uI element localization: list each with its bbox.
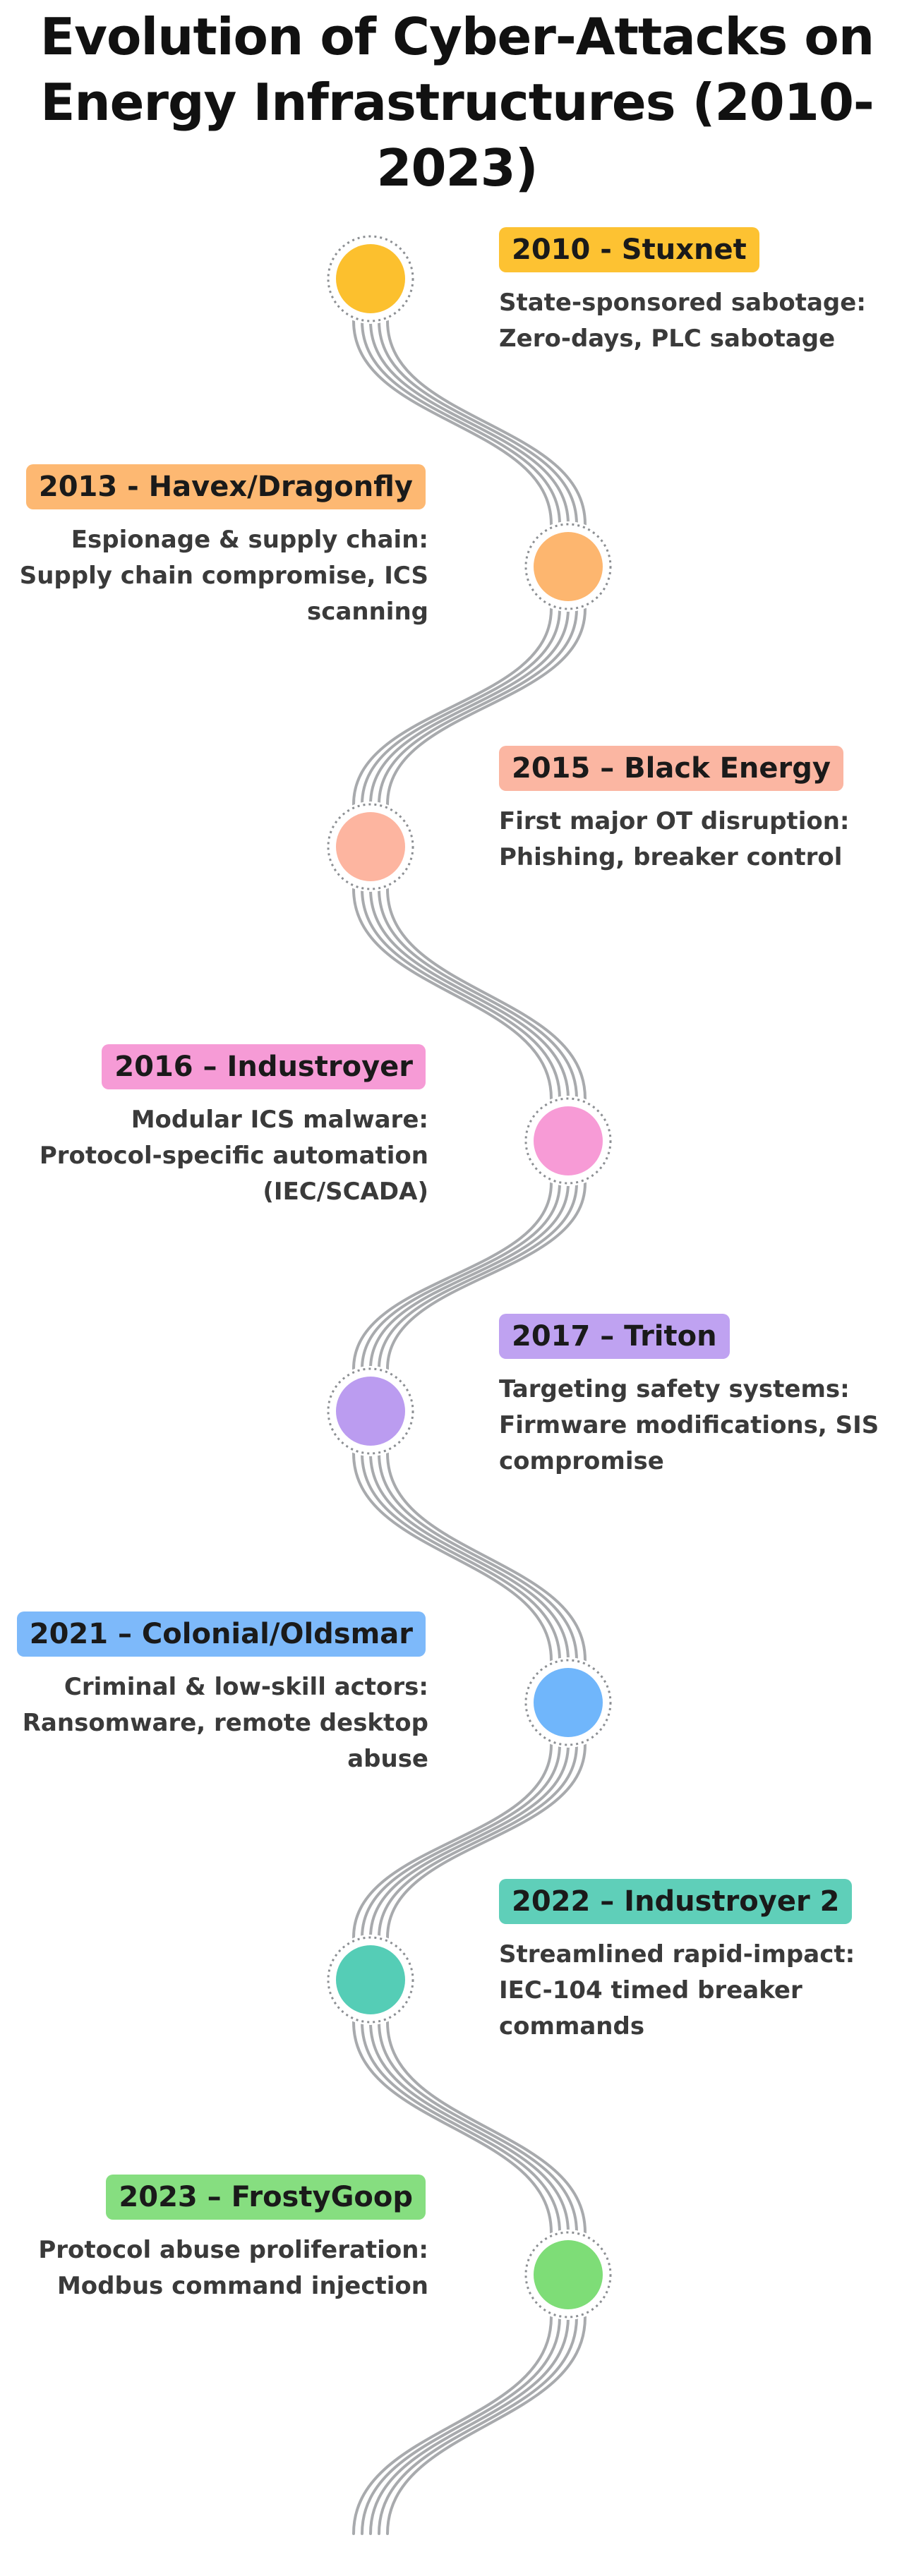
- timeline-node: [325, 234, 416, 324]
- timeline-node: [523, 2230, 613, 2320]
- timeline-event-industroyer-2: 2022 – Industroyer 2 Streamlined rapid-i…: [499, 1879, 908, 2045]
- event-badge: 2016 – Industroyer: [102, 1044, 426, 1089]
- timeline-strand: [378, 1743, 578, 1939]
- timeline-strand: [369, 2021, 570, 2234]
- node-dot: [534, 2240, 603, 2309]
- timeline-strand: [369, 888, 570, 1100]
- node-dot: [534, 1106, 603, 1175]
- timeline-strand: [361, 1182, 561, 1370]
- event-description: Modular ICS malware: Protocol-specific a…: [39, 1106, 428, 1206]
- node-dot: [336, 812, 405, 881]
- timeline-node: [523, 1096, 613, 1186]
- timeline-strand: [352, 2316, 553, 2535]
- timeline-strand: [352, 1182, 553, 1370]
- timeline-strand: [361, 320, 561, 526]
- timeline-title: Evolution of Cyber-Attacks on Energy Inf…: [40, 7, 874, 198]
- timeline-strand: [378, 2021, 578, 2234]
- event-description: Protocol abuse proliferation: Modbus com…: [38, 2236, 428, 2300]
- timeline-strand: [378, 1182, 578, 1370]
- event-description: State-sponsored sabotage: Zero-days, PLC…: [499, 289, 866, 353]
- timeline-strand: [369, 2316, 570, 2535]
- timeline-event-colonial-oldsmar: 2021 – Colonial/Oldsmar Criminal & low-s…: [5, 1611, 428, 1777]
- timeline-strand: [386, 2316, 587, 2535]
- timeline-strand: [361, 607, 561, 806]
- timeline-strand: [361, 2021, 561, 2234]
- timeline-strand: [352, 320, 553, 526]
- event-badge: 2017 – Triton: [499, 1314, 730, 1359]
- timeline-strand: [369, 320, 570, 526]
- event-badge: 2021 – Colonial/Oldsmar: [16, 1611, 426, 1657]
- timeline-strand: [378, 2316, 578, 2535]
- timeline-strand: [352, 888, 553, 1100]
- event-description: Streamlined rapid-impact: IEC-104 timed …: [499, 1940, 855, 2040]
- timeline-event-industroyer: 2016 – Industroyer Modular ICS malware: …: [5, 1044, 428, 1210]
- event-badge: 2010 - Stuxnet: [499, 227, 759, 272]
- timeline-node: [523, 1657, 613, 1748]
- timeline-event-black-energy: 2015 – Black Energy First major OT disru…: [499, 746, 908, 876]
- timeline-event-stuxnet: 2010 - Stuxnet State-sponsored sabotage:…: [499, 227, 908, 357]
- timeline-strand: [369, 607, 570, 806]
- timeline-strand: [369, 1182, 570, 1370]
- timeline-strand: [352, 2021, 553, 2234]
- node-dot: [534, 1668, 603, 1737]
- event-badge: 2015 – Black Energy: [499, 746, 843, 791]
- node-dot: [336, 1945, 405, 2014]
- node-ring: [327, 803, 414, 890]
- timeline-strand: [386, 1452, 587, 1662]
- timeline-node: [325, 1935, 416, 2025]
- timeline-strand: [378, 1452, 578, 1662]
- node-dot: [534, 532, 603, 601]
- node-ring: [524, 1097, 612, 1185]
- timeline-strand: [361, 888, 561, 1100]
- timeline-event-frostygoop: 2023 – FrostyGoop Protocol abuse prolife…: [5, 2175, 428, 2304]
- timeline-strand: [386, 2021, 587, 2234]
- event-description: Espionage & supply chain: Supply chain c…: [19, 526, 428, 626]
- node-ring: [524, 2231, 612, 2318]
- timeline-node: [325, 802, 416, 892]
- event-description: Targeting safety systems: Firmware modif…: [499, 1375, 879, 1475]
- timeline-strand: [386, 607, 587, 806]
- timeline-node: [325, 1366, 416, 1456]
- event-badge: 2013 - Havex/Dragonfly: [25, 464, 426, 509]
- event-description: Criminal & low-skill actors: Ransomware,…: [22, 1673, 428, 1773]
- timeline-strand: [361, 1743, 561, 1939]
- timeline-strand: [361, 1452, 561, 1662]
- timeline-strands: [352, 320, 587, 2535]
- timeline-event-triton: 2017 – Triton Targeting safety systems: …: [499, 1314, 908, 1480]
- timeline-strand: [378, 320, 578, 526]
- timeline-strand: [361, 2316, 561, 2535]
- timeline-strand: [352, 1452, 553, 1662]
- timeline-strand: [352, 1743, 553, 1939]
- node-ring: [327, 235, 414, 322]
- timeline-strand: [369, 1743, 570, 1939]
- timeline-strand: [386, 1182, 587, 1370]
- event-description: First major OT disruption: Phishing, bre…: [499, 807, 850, 871]
- node-ring: [327, 1367, 414, 1455]
- node-dot: [336, 244, 405, 313]
- node-ring: [327, 1936, 414, 2024]
- timeline-strand: [369, 1452, 570, 1662]
- timeline-strand: [386, 888, 587, 1100]
- event-badge: 2022 – Industroyer 2: [499, 1879, 853, 1924]
- timeline-strand: [352, 607, 553, 806]
- node-dot: [336, 1377, 405, 1446]
- timeline-node: [523, 521, 613, 612]
- timeline-strand: [386, 1743, 587, 1939]
- timeline-event-havex-dragonfly: 2013 - Havex/Dragonfly Espionage & suppl…: [5, 464, 428, 630]
- event-badge: 2023 – FrostyGoop: [106, 2175, 426, 2220]
- timeline-strand: [378, 888, 578, 1100]
- node-ring: [524, 523, 612, 610]
- timeline-strand: [386, 320, 587, 526]
- node-ring: [524, 1659, 612, 1746]
- timeline-strand: [378, 607, 578, 806]
